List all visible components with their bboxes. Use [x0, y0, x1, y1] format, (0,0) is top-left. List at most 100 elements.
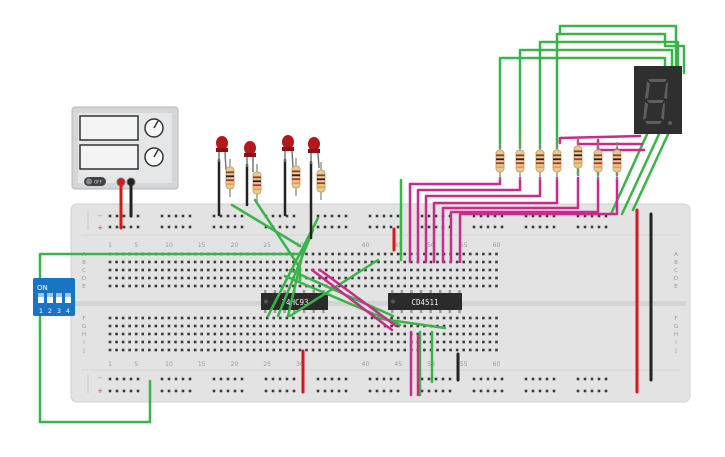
- wire-green-display-9: [631, 128, 672, 212]
- led-2: [244, 141, 256, 172]
- rail-plus-top: +: [97, 224, 103, 232]
- dip-position-number: 3: [57, 307, 61, 315]
- column-number: 30: [296, 361, 304, 368]
- chip-74hc93-label: 74HC93: [281, 298, 308, 307]
- wire-green-display-4: [555, 32, 686, 150]
- dip-switch-on-label: ON: [37, 284, 48, 292]
- row-letter: E: [82, 284, 86, 290]
- column-number: 15: [198, 361, 206, 368]
- leds[interactable]: [216, 135, 320, 172]
- column-number: 10: [165, 242, 173, 249]
- dip-toggle[interactable]: [56, 293, 62, 303]
- column-number: 55: [460, 242, 468, 249]
- wire-magenta-2: [416, 176, 522, 264]
- row-letter: B: [82, 260, 86, 266]
- row-letter: F: [674, 316, 677, 322]
- wire-green-display-5: [558, 24, 678, 75]
- wire-magenta-3: [424, 176, 542, 264]
- column-number: 25: [263, 242, 271, 249]
- wire-green-cross-1: [230, 203, 302, 248]
- rail-plus-bottom: +: [97, 387, 103, 395]
- dip-position-number: 2: [48, 307, 52, 315]
- voltage-display: [79, 115, 139, 141]
- dip-position-number: 1: [39, 307, 43, 315]
- dip-toggle[interactable]: [65, 293, 71, 303]
- column-number: 20: [231, 242, 239, 249]
- row-letter: J: [674, 348, 677, 354]
- rail-minus-top: −: [97, 212, 103, 220]
- wires[interactable]: [38, 24, 686, 424]
- wire-magenta-display-2: [576, 138, 644, 146]
- row-letter: A: [674, 252, 678, 258]
- wire-magenta-1: [408, 176, 502, 264]
- column-number: 55: [460, 361, 468, 368]
- row-letter: G: [82, 324, 86, 330]
- resistors[interactable]: [225, 138, 622, 202]
- row-letter: G: [674, 324, 678, 330]
- row-letter: I: [83, 340, 85, 346]
- column-number: 5: [134, 361, 138, 368]
- row-letter: E: [674, 284, 678, 290]
- wire-magenta-6: [449, 176, 600, 264]
- column-number: 15: [198, 242, 206, 249]
- column-number: 45: [394, 242, 402, 249]
- row-letter: H: [674, 332, 678, 338]
- led-1: [216, 136, 228, 171]
- row-letter: F: [82, 316, 85, 322]
- breadboard-holes[interactable]: [108, 214, 608, 393]
- dip-toggle[interactable]: [38, 293, 44, 303]
- dip-position-number: 4: [66, 307, 70, 315]
- row-letter: H: [82, 332, 86, 338]
- dip-toggle[interactable]: [47, 293, 53, 303]
- power-button-label: OFF: [94, 180, 102, 185]
- seven-segment-display: 8: [634, 66, 682, 134]
- column-number: 45: [394, 361, 402, 368]
- digit-segments: [643, 79, 672, 125]
- center-channel: [75, 301, 686, 306]
- row-letter: B: [674, 260, 678, 266]
- column-number: 40: [362, 361, 370, 368]
- wire-green-cross-8: [283, 274, 402, 327]
- chip-cd4511-label: CD4511: [411, 298, 438, 307]
- led-4: [308, 137, 320, 169]
- wire-green-display-10: [620, 130, 662, 216]
- row-letter: D: [674, 276, 678, 282]
- column-number: 60: [493, 361, 501, 368]
- row-letter: D: [82, 276, 86, 282]
- row-letter: J: [82, 348, 85, 354]
- column-number: 1: [108, 361, 112, 368]
- wire-magenta-display-1: [558, 134, 642, 145]
- row-letter: C: [674, 268, 678, 274]
- column-number: 40: [362, 242, 370, 249]
- wire-magenta-diag-2: [318, 268, 398, 328]
- power-supply[interactable]: OFF: [71, 106, 179, 190]
- wire-magenta-diag-1: [310, 268, 394, 332]
- wire-magenta-5: [441, 176, 580, 264]
- column-number: 25: [263, 361, 271, 368]
- column-number: 1: [108, 242, 112, 249]
- chip-cd4511[interactable]: CD4511: [388, 290, 462, 313]
- led-3: [282, 135, 294, 169]
- rail-jumpers[interactable]: [119, 184, 653, 394]
- rail-minus-bottom: −: [97, 374, 103, 382]
- wire-magenta-4: [432, 176, 559, 264]
- column-number: 5: [134, 242, 138, 249]
- wire-magenta-7: [458, 176, 619, 264]
- column-number: 20: [231, 361, 239, 368]
- row-letter: C: [82, 268, 86, 274]
- wire-green-dip: [38, 308, 152, 424]
- wire-green-display-2: [518, 48, 674, 150]
- column-number: 60: [493, 242, 501, 249]
- column-number: 50: [427, 242, 435, 249]
- wire-green-display-1: [498, 56, 667, 150]
- current-display: [79, 144, 139, 170]
- row-letter: I: [675, 340, 677, 346]
- wire-green-cross-3: [266, 216, 320, 318]
- column-number: 10: [165, 361, 173, 368]
- wire-green-display-3: [538, 40, 680, 150]
